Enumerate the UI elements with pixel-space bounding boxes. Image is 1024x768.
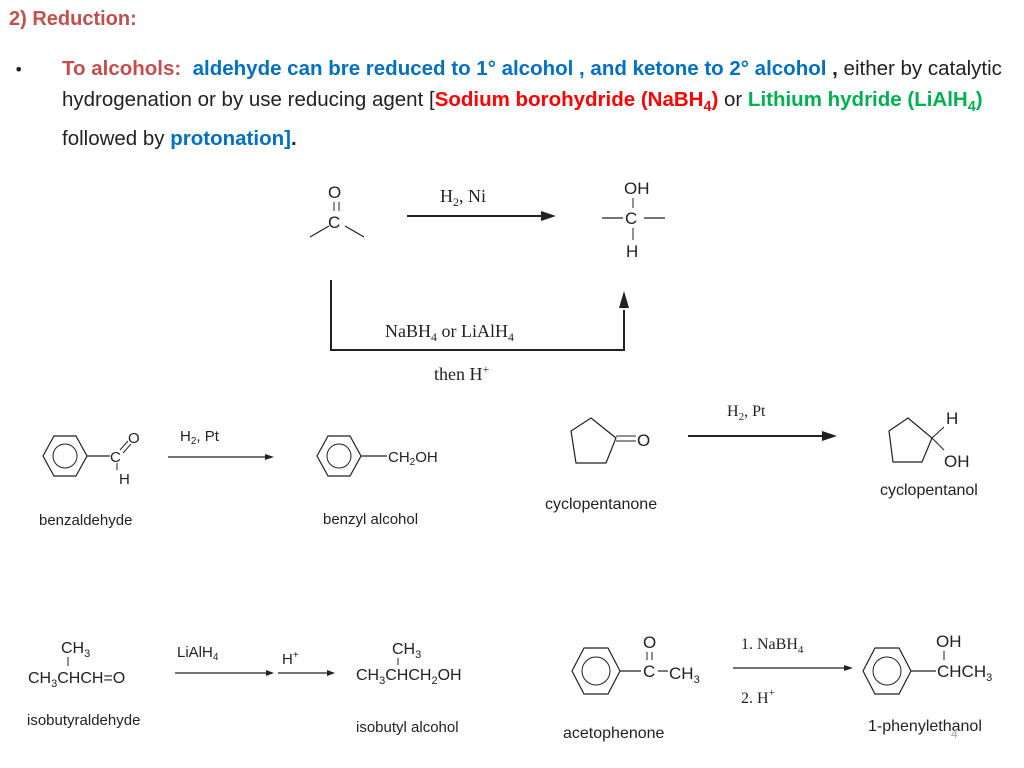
- acetophenone-ch3: CH3: [669, 664, 700, 686]
- bullet-text-2: followed by: [62, 127, 171, 151]
- nabh4-text: Sodium borohydride (NaBH4): [434, 88, 719, 116]
- h2-pt-reagent-2: H2, Pt: [727, 403, 766, 423]
- cyclopentanol-oh: OH: [944, 452, 970, 471]
- phenylethanol-oh: OH: [936, 632, 962, 651]
- h2-pt-reagent: H2, Pt: [180, 428, 220, 447]
- isobutyraldehyde-structure: CH3 CH3CHCH=O: [28, 640, 125, 690]
- alt-route-arrow: NaBH4 or LiAlH4 then H+: [330, 280, 629, 384]
- carbonyl-o: O: [328, 183, 341, 202]
- nabh4-lialh4-reagent: NaBH4 or LiAlH4: [385, 321, 514, 344]
- acetophenone-c: C: [643, 662, 655, 681]
- benzaldehyde-arrow: H2, Pt: [168, 428, 274, 460]
- general-arrow: H2, Ni: [407, 186, 556, 221]
- ch2oh-group: CH2OH: [388, 449, 438, 468]
- acetophenone-arrow: 1. NaBH4 2. H+: [733, 636, 853, 707]
- cyclopentanone-label: cyclopentanone: [545, 496, 657, 513]
- benzaldehyde-structure: C O H: [42, 430, 140, 488]
- carbonyl-c: C: [328, 213, 340, 232]
- product-oh: OH: [624, 179, 650, 198]
- lialh4-reagent: LiAlH4: [177, 644, 219, 663]
- benzaldehyde-c: C: [110, 449, 121, 466]
- acetophenone-label: acetophenone: [563, 725, 665, 742]
- cyclopentanol-structure: H OH: [888, 409, 970, 471]
- phenylethanol-structure: OH CHCH3: [862, 632, 992, 695]
- period: .: [290, 127, 297, 151]
- section-heading: 2) Reduction:: [9, 8, 137, 30]
- bullet-text-1: either by catalytic hydrogenation or by …: [62, 57, 1002, 111]
- isobutyl-alcohol-label: isobutyl alcohol: [356, 719, 459, 736]
- step1-nabh4: 1. NaBH4: [741, 636, 804, 656]
- benzyl-alcohol-structure: CH2OH: [316, 435, 438, 477]
- bullet-label: To alcohols:: [62, 57, 182, 80]
- cyclopentanone-structure: O: [570, 417, 650, 464]
- phenylethanol-label: 1-phenylethanol: [868, 718, 982, 735]
- phenylethanol-chch3: CHCH3: [937, 662, 992, 684]
- isobutyl-alcohol-structure: CH3 CH3CHCH2OH: [356, 641, 462, 687]
- h2-ni-reagent: H2, Ni: [440, 186, 486, 209]
- acetophenone-o: O: [643, 633, 656, 652]
- aldehyde-ketone-text: aldehyde can bre reduced to 1° alcohol ,…: [192, 57, 827, 80]
- product-h: H: [626, 242, 638, 261]
- general-alcohol: OH C H: [602, 179, 665, 261]
- h-plus-reagent: H+: [282, 650, 299, 668]
- comma: ,: [826, 57, 838, 80]
- page-number: 4: [951, 727, 958, 741]
- iso-ch3-top: CH3: [61, 640, 90, 660]
- benzaldehyde-label: benzaldehyde: [39, 512, 132, 529]
- isobutyl-arrows: LiAlH4 H+: [175, 644, 335, 676]
- bullet-paragraph: To alcohols: aldehyde can bre reduced to…: [62, 53, 1020, 154]
- then-h-plus: then H+: [434, 362, 490, 384]
- isobutyl-ch3-top: CH3: [392, 641, 421, 661]
- cyclopentanone-o: O: [637, 431, 650, 450]
- benzaldehyde-h: H: [119, 471, 130, 488]
- benzyl-alcohol-label: benzyl alcohol: [323, 511, 418, 528]
- protonation-text: protonation]: [170, 127, 291, 151]
- product-c: C: [625, 209, 637, 228]
- cyclopentanone-arrow: H2, Pt: [688, 403, 837, 441]
- isobutyl-main-chain: CH3CHCH2OH: [356, 667, 462, 687]
- isobutyraldehyde-label: isobutyraldehyde: [27, 712, 140, 729]
- benzaldehyde-o: O: [128, 430, 140, 447]
- or-text: or: [718, 88, 748, 111]
- cyclopentanol-h: H: [946, 409, 958, 428]
- step2-h-plus: 2. H+: [741, 687, 775, 707]
- general-carbonyl: O C: [309, 183, 365, 238]
- iso-main-chain: CH3CHCH=O: [28, 670, 125, 690]
- lialh4-text: Lithium hydride (LiAlH4): [747, 88, 983, 116]
- bullet-icon: •: [14, 60, 24, 79]
- cyclopentanol-label: cyclopentanol: [880, 482, 978, 499]
- acetophenone-structure: O C CH3: [571, 633, 700, 695]
